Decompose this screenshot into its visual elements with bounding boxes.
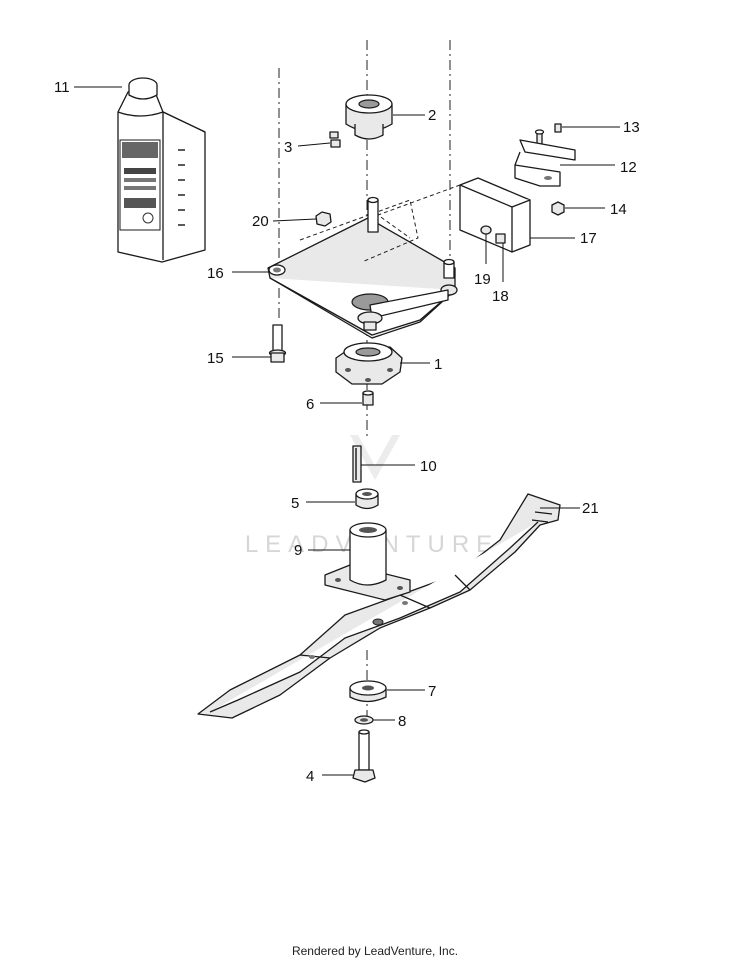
callout-12: 12 (620, 159, 637, 176)
render-credit: Rendered by LeadVenture, Inc. (291, 944, 459, 958)
key-part (352, 445, 362, 483)
callout-1: 1 (434, 356, 442, 373)
callout-18: 18 (492, 288, 509, 305)
callout-11: 11 (54, 79, 70, 96)
oil-bottle-part (117, 77, 206, 263)
lock-washer-part (354, 715, 374, 725)
nut-right-part (551, 201, 565, 216)
thick-washer-part (349, 680, 387, 703)
callout-6: 6 (306, 396, 314, 413)
rubber-bushing-top-part (345, 94, 393, 140)
callout-2: 2 (428, 107, 436, 124)
cover-box-part (376, 177, 531, 253)
callout-16: 16 (207, 265, 224, 282)
callout-20: 20 (252, 213, 269, 230)
callout-labels: 11 2 3 13 12 20 14 17 16 19 18 1 (54, 79, 640, 785)
bearing-housing-part (335, 342, 403, 385)
callout-13: 13 (623, 119, 640, 136)
callout-14: 14 (610, 201, 627, 218)
shaft-tip-part (362, 390, 374, 406)
callout-5: 5 (291, 495, 299, 512)
blade-part (197, 493, 561, 719)
bracket-clip-part (514, 139, 576, 187)
blade-adapter-part (324, 522, 411, 601)
callout-19: 19 (474, 271, 491, 288)
callout-10: 10 (420, 458, 437, 475)
callout-3: 3 (284, 139, 292, 156)
callout-8: 8 (398, 713, 406, 730)
spacer-part (355, 488, 379, 510)
callout-4: 4 (306, 768, 314, 785)
nut-small-part (315, 211, 332, 227)
callout-9: 9 (294, 542, 302, 559)
screw-top-part (534, 123, 562, 147)
callout-17: 17 (580, 230, 597, 247)
flange-bolt-part (268, 324, 287, 363)
small-cap-part (329, 131, 341, 148)
mounting-plate-part (267, 196, 458, 339)
callout-7: 7 (428, 683, 436, 700)
callout-21: 21 (582, 500, 599, 517)
blade-bolt-part (352, 729, 376, 783)
callout-15: 15 (207, 350, 224, 367)
